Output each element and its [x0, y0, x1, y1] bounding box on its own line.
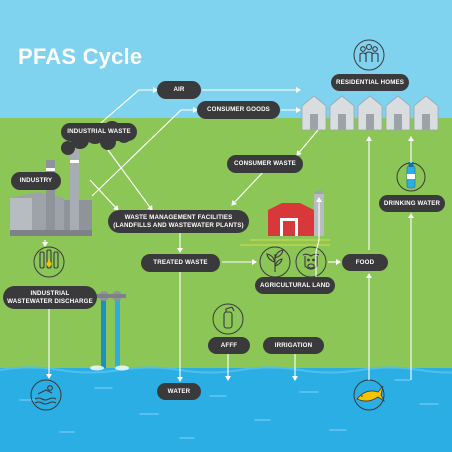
label-iwd-line2: WASTEWATER DISCHARGE [7, 297, 93, 305]
label-food: FOOD [342, 254, 388, 271]
factory-building [10, 150, 92, 236]
discharge-splash [90, 365, 129, 371]
arrow-industry-to-waste-mgmt [89, 179, 119, 211]
label-waste-management: WASTE MANAGEMENT FACILITIES (LANDFILLS A… [108, 210, 249, 233]
water-area [0, 368, 452, 452]
family-icon [353, 39, 385, 71]
label-industry: INDUSTRY [11, 172, 61, 190]
label-consumer-goods: CONSUMER GOODS [197, 101, 280, 119]
label-waste-management-line1: WASTE MANAGEMENT FACILITIES [124, 214, 233, 221]
label-agricultural-land: AGRICULTURAL LAND [255, 277, 335, 294]
arrow-consumer-waste-to-waste-mgmt [231, 169, 266, 206]
arrow-agri-to-barn [315, 197, 322, 285]
label-water: WATER [157, 383, 201, 400]
arrow-industry-to-consumer-goods [91, 107, 198, 197]
label-industrial-wastewater-discharge: INDUSTRIAL WASTEWATER DISCHARGE [3, 286, 97, 309]
arrow-homes-to-consumer-waste [296, 129, 319, 156]
arrow-waste-to-air [94, 87, 158, 129]
label-air: AIR [157, 81, 201, 99]
label-drinking-water: DRINKING WATER [379, 195, 445, 212]
label-waste-management-line2: (LANDFILLS AND WASTEWATER PLANTS) [113, 221, 244, 229]
label-consumer-waste: CONSUMER WASTE [227, 155, 303, 173]
chemical-flasks-icon [33, 246, 65, 278]
label-irrigation: IRRIGATION [263, 337, 324, 354]
label-treated-waste: TREATED WASTE [141, 254, 220, 272]
label-afff: AFFF [208, 337, 250, 354]
arrow-industrial-waste-to-waste-mgmt [107, 149, 153, 211]
discharge-pipes [96, 291, 126, 368]
fire-extinguisher-icon [212, 303, 244, 335]
flow-arrows [42, 87, 414, 382]
water-surface-wave [0, 366, 452, 374]
swimmer-icon [30, 379, 62, 411]
page-title: PFAS Cycle [18, 44, 143, 69]
residential-homes [301, 95, 439, 131]
label-residential-homes: RESIDENTIAL HOMES [331, 74, 409, 91]
fish-icon [353, 379, 386, 411]
label-industrial-waste: INDUSTRIAL WASTE [61, 123, 137, 141]
label-iwd-line1: INDUSTRIAL [30, 290, 70, 297]
cow-icon [295, 246, 327, 278]
